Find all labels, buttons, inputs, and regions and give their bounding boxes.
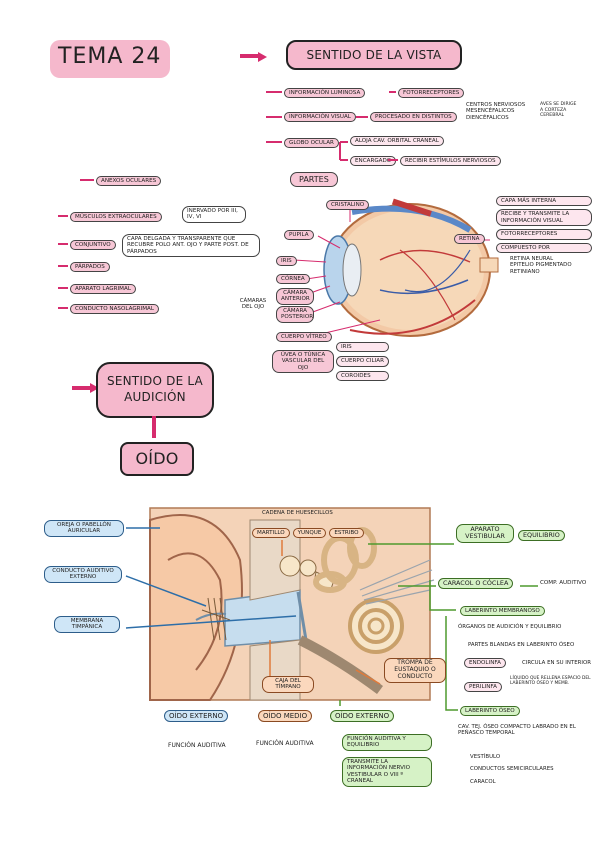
aves-note: Aves se dirige a corteza cerebral [540,102,577,118]
retina-sub-item: Retina neural [510,256,554,262]
anexos-tag: Anexos oculares [96,176,162,187]
encargado-tag: Encargado [350,156,397,167]
hueso-yunque: Yunque [292,528,327,539]
aparato-vestibular-tag: Aparato vestibular [456,524,514,543]
procesado-text: Procesado en distintos [370,112,457,123]
endolinfa-tag: Endolinfa [464,658,506,669]
camaras-text: Cámaras del ojo [239,298,267,311]
musculos-tag: Músculos extraoculares [70,212,162,223]
conducto-auditivo-tag: Conducto auditivo externo [44,566,122,583]
audicion-arrow-icon [72,386,92,390]
cav-text: Cav. tej. óseo compacto labrado en el pe… [458,724,576,737]
trompa-tag: Trompa de Eustaquio o conducto [384,658,446,683]
capa-box: Capa delgada y transparente que recubre … [122,234,260,258]
pupila-tag: Pupila [284,230,314,241]
lab-membranoso-tag: Laberinto membranoso [460,606,545,617]
oseo-items: Vestíbulo Conductos semicirculares Carac… [470,754,554,785]
retina-note: Capa más interna [496,196,592,207]
camara-anterior-tag: Cámara anterior [276,288,314,305]
partes-blandas-text: Partes blandas en laberinto óseo [468,642,575,648]
equilibrio-tag: Equilibrio [518,530,565,542]
audicion-arrow-head-icon [90,383,99,393]
liquido-text: Líquido que rellena espacio del laberint… [510,676,591,687]
centro-item: Centros nerviosos [466,102,526,108]
aparato-tag: Aparato lagrimal [70,284,136,295]
vision-arrow-head-icon [258,52,267,62]
retina-note: Compuesto por [496,242,592,254]
funcion-auditiva-2: Función auditiva [256,740,314,747]
oido-interno-tag: Oído externo [330,710,395,723]
cadena-text: Cadena de huesecillos [262,510,333,516]
info-luminosa: Información luminosa [284,88,366,99]
hueso-estribo: Estribo [329,528,364,539]
uvea-items: Iris Cuerpo ciliar Coroides [336,342,390,382]
uvea-item: Cuerpo ciliar [336,356,390,367]
cristalino-tag: Cristalino [326,200,370,211]
vision-arrow-icon [240,54,260,58]
conducto-nasolagrimal-tag: Conducto nasolagrimal [70,304,159,315]
oseo-item: Conductos semicirculares [470,766,554,773]
retina-sub: Retina neural Epitelio pigmentado retini… [510,256,590,275]
uvea-item: Iris [336,342,390,353]
centros-list: Centros nerviosos Mesencéfalicos Diencéf… [466,102,525,121]
retina-sub-item: Epitelio pigmentado retiniano [510,262,572,275]
recibir-tag: Recibir estímulos nerviosos [400,156,501,167]
oido-medio-tag: Oído medio [258,710,313,723]
cuerpo-vitreo-tag: Cuerpo vítreo [276,332,332,343]
uvea-box: Úvea o túnica vascular del ojo [272,350,334,374]
caja-timpano-tag: Caja del tímpano [262,676,314,693]
uvea-item: Coroides [336,370,390,382]
membrana-tag: Membrana timpánica [54,616,120,633]
camara-posterior-tag: Cámara posterior [276,306,314,323]
page-title: Tema 24 [58,44,162,69]
oido-title: Oído [120,442,194,476]
comp-auditivo-tag: Comp. auditivo [540,580,587,586]
inervado-box: Inervado por III, IV, VI [182,206,246,223]
retina-tag: Retina [454,234,485,245]
hueso-martillo: Martillo [252,528,290,539]
circula-text: Circula en su interior [522,660,591,666]
cornea-tag: Córnea [276,274,310,285]
retina-notes: Capa más interna Recibe y transmite la i… [496,196,592,254]
globo-ocular: Globo ocular [284,138,339,149]
aloja-text: Aloja cav. orbital craneal [350,136,444,147]
interno-item: Función auditiva y equilibrio [342,734,432,751]
caracol-tag: Caracol o cóclea [438,578,514,590]
fotorreceptores-tag: Fotorreceptores [398,88,465,99]
interno-item: Transmite la información nervio vestibul… [342,756,432,787]
retina-note: Fotorreceptores [496,229,592,240]
centro-item: Mesencéfalicos [466,108,515,115]
page-title-box [50,40,170,78]
parpados-tag: Párpados [70,262,110,273]
interno-items: Función auditiva y equilibrio Transmite … [342,734,432,787]
info-visual: Información visual [284,112,356,123]
partes-tag: Partes [290,172,338,188]
organos-text: Órganos de audición y equilibrio [458,624,562,630]
iris-tag: Iris [276,256,297,267]
retina-note: Recibe y transmite la información visual [496,209,592,227]
oseo-item: Vestíbulo [470,754,501,760]
centro-item: Diencéfalicos [466,114,509,121]
perilinfa-tag: Perilinfa [464,682,502,693]
oreja-tag: Oreja o pabellón auricular [44,520,124,537]
lab-oseo-tag: Laberinto óseo [460,706,520,717]
vision-header: Sentido de la vista [286,40,462,70]
oido-externo-tag: Oído externo [164,710,229,723]
oido-arrow-icon [152,416,156,438]
huesos-row: Martillo Yunque Estribo [252,528,364,539]
conjuntivo-tag: Conjuntivo [70,240,116,251]
funcion-auditiva-1: Función auditiva [168,742,226,749]
oseo-item: Caracol [470,778,496,785]
